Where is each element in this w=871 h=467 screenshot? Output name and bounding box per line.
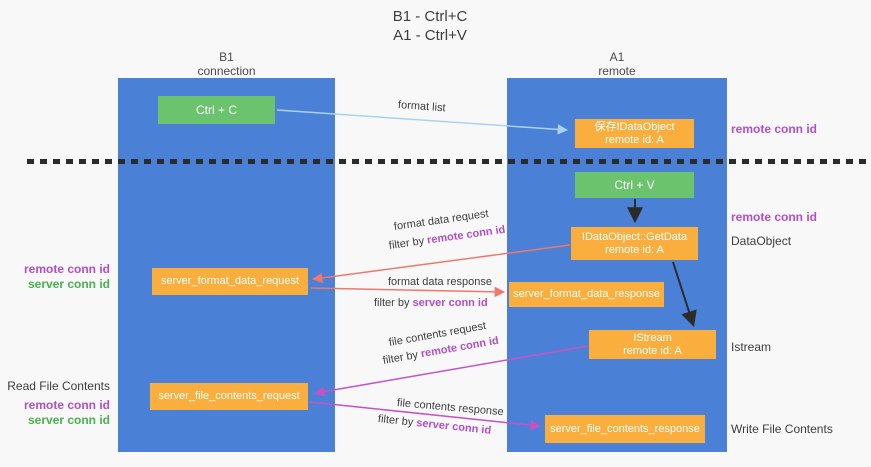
box-server-file-contents-response: server_file_contents_response [545,415,705,443]
right-label-istream: Istream [731,340,772,354]
lifeline-left-subtitle: connection [197,64,256,78]
right-label-dataobject: DataObject [731,234,792,248]
arrow-format-data-response [310,286,506,298]
filter-value-2: server conn id [412,297,488,309]
box-save-idataobject-line2: remote id: A [605,133,664,146]
box-istream-line1: IStream [633,331,672,344]
box-ctrl-v: Ctrl + V [575,172,694,198]
box-server-file-contents-request-label: server_file_contents_request [158,390,300,402]
lifeline-right-header: A1 remote [507,50,727,78]
lifeline-left-title: B1 [219,50,234,64]
left-label-server-conn-id-1: server conn id [27,277,110,291]
filter-prefix-2: filter by [374,297,413,309]
diagram-title-line2: A1 - Ctrl+V [393,27,467,44]
filter-prefix-1: filter by [388,234,428,252]
left-label-remote-conn-id-2: remote conn id [23,398,110,412]
lifeline-right-subtitle: remote [598,64,636,78]
label-filter-server-conn-id-2: filter by server conn id [377,413,491,437]
right-label-remote-conn-id-1: remote conn id [731,122,818,136]
right-label-remote-conn-id-2: remote conn id [731,210,818,224]
filter-prefix-3: filter by [381,348,422,367]
box-server-format-data-request-label: server_format_data_request [160,275,300,287]
box-idataobject-getdata: IDataObject::GetData remote id: A [571,227,698,260]
box-server-format-data-request: server_format_data_request [152,268,308,295]
label-file-contents-response: file contents response [396,397,505,419]
box-server-file-contents-response-label: server_file_contents_response [550,422,700,435]
filter-value-1: remote conn id [426,223,507,247]
box-save-idataobject-line1: 保存IDataObject [594,120,675,133]
filter-value-4: server conn id [415,417,492,437]
label-format-list: format list [397,99,446,115]
diagram-title: B1 - Ctrl+C A1 - Ctrl+V [280,7,580,45]
diagram-title-line1: B1 - Ctrl+C [392,8,468,25]
box-ctrl-c: Ctrl + C [158,96,275,124]
left-label-remote-conn-id-1: remote conn id [23,262,110,276]
box-server-format-data-response: server_format_data_response [509,282,664,307]
label-format-data-response: format data response [388,276,492,288]
lifeline-right-title: A1 [609,50,625,64]
phase-divider-dashed-line [27,159,871,164]
box-server-file-contents-request: server_file_contents_request [150,383,308,410]
lifeline-left-header: B1 connection [118,50,335,78]
box-istream-line2: remote id: A [623,344,682,357]
box-idataobject-getdata-line2: remote id: A [605,243,664,256]
box-istream: IStream remote id: A [589,330,716,359]
box-server-format-data-response-label: server_format_data_response [513,288,660,300]
left-label-server-conn-id-2: server conn id [27,413,110,427]
box-ctrl-v-label: Ctrl + V [614,178,655,192]
left-label-read-file-contents: Read File Contents [7,379,110,393]
label-filter-server-conn-id-1: filter by server conn id [374,297,488,309]
box-idataobject-getdata-line1: IDataObject::GetData [581,230,688,243]
box-ctrl-c-label: Ctrl + C [195,103,237,117]
right-label-write-file-contents: Write File Contents [731,422,833,436]
box-save-idataobject: 保存IDataObject remote id: A [575,119,694,148]
filter-prefix-4: filter by [377,413,417,429]
